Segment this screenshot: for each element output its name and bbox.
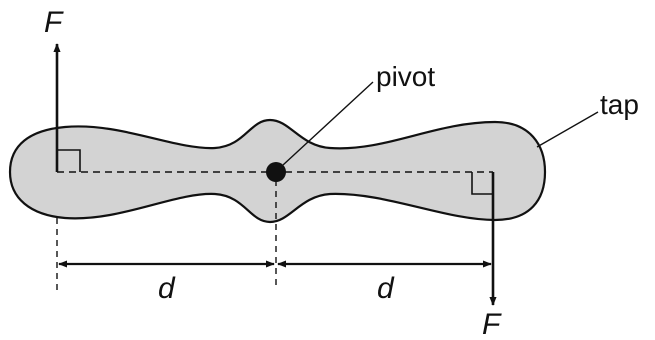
distance-label-left: d [158, 272, 176, 305]
pivot-point [266, 162, 286, 182]
pivot-label: pivot [376, 61, 435, 92]
distance-label-right: d [377, 272, 395, 305]
right-angle-marker-right [471, 172, 493, 195]
pivot-leader-line [282, 81, 374, 166]
tap-label: tap [600, 89, 639, 120]
force-label-bottom: F [482, 308, 502, 340]
tap-leader-line [536, 111, 599, 148]
force-label-top: F [44, 6, 64, 39]
right-angle-marker-left [57, 149, 81, 172]
